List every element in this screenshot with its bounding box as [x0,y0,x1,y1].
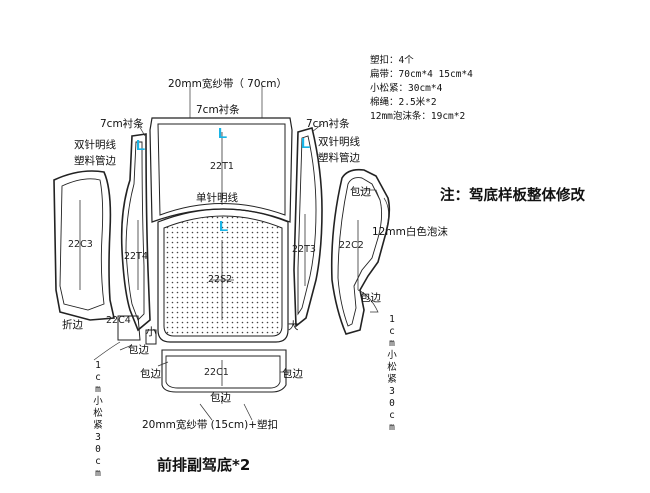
single-stitch-label: 单针明线 [196,192,238,204]
small-left-piece [117,315,157,345]
piece-label-22c2: 22C2 [339,240,364,251]
top-strip-label: 7cm衬条 [196,104,240,116]
cyan-l-marker-left: L [136,137,146,154]
right-outer-piece [330,168,391,335]
cyan-l-marker-middle: L [219,218,229,235]
hem-bottom-under-label: 包边 [210,392,231,404]
piece-label-22c4: 22C4 [106,315,131,326]
hem-bottom-right-label: 包边 [282,368,303,380]
piece-label-22t1: 22T1 [210,161,234,172]
leader-lines [93,86,389,421]
left-inner-piece [120,133,151,332]
parts-list-line: 棉绳：2.5米*2 [370,97,437,108]
right-double-stitch-label: 双针明线 [318,136,360,148]
left-strip-label: 7cm衬条 [100,118,144,130]
right-strip-label: 7cm衬条 [306,118,350,130]
right-inner-piece [293,127,323,328]
cyan-l-marker-right: L [301,135,311,152]
bottom-piece [161,349,287,393]
hem-small-label: 包边 [128,344,149,356]
piece-label-22t4: 22T4 [124,251,148,262]
left-double-stitch-label: 双针明线 [74,139,116,151]
cyan-l-marker-top: L [218,125,228,142]
parts-list-line: 塑扣：4个 [370,55,414,66]
hem-right-low-label: 包边 [360,292,381,304]
foam-label: 12mm白色泡沫 [372,226,448,238]
diagram-title: 前排副驾底*2 [157,456,251,474]
center-dotted-piece [157,208,289,343]
parts-list-line: 小松紧：30cm*4 [370,83,443,94]
piece-label-22s2: 22S2 [208,274,233,285]
piece-label-22c3: 22C3 [68,239,93,250]
bottom-band-label: 20mm宽纱带 (15cm)+塑扣 [142,419,279,431]
fold-label: 折边 [62,319,83,331]
hem-bottom-left-label: 包边 [140,368,161,380]
parts-list-line: 12mm泡沫条：19cm*2 [370,111,466,122]
small-mark-label: 小 [146,326,157,338]
hem-right-top-label: 包边 [350,186,371,198]
left-outer-piece [53,170,115,321]
modification-note: 注：驾底样板整体修改 [440,188,585,204]
piece-label-22t3: 22T3 [292,244,316,255]
top-band-label: 20mm宽纱带（ 70cm） [168,78,288,90]
piece-label-22c1: 22C1 [204,367,229,378]
parts-list-line: 扁带：70cm*4 15cm*4 [370,69,473,80]
right-plastic-pipe-label: 塑料管边 [318,152,360,164]
big-mark-label: 大 [288,320,299,332]
left-plastic-pipe-label: 塑料管边 [74,155,116,167]
